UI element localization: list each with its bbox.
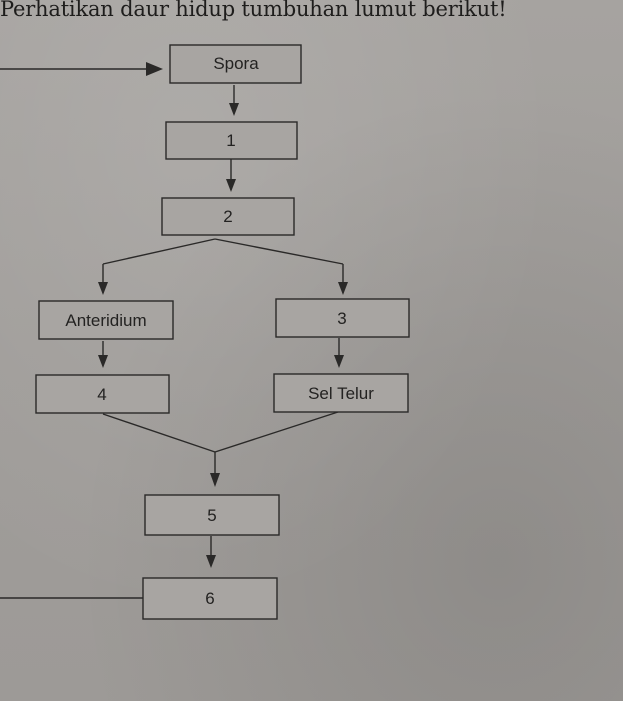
node-anteridium-label: Anteridium	[65, 311, 146, 330]
node-1: 1	[165, 121, 298, 160]
node-anteridium: Anteridium	[38, 300, 174, 340]
arrow-anteridium-4	[98, 355, 108, 368]
arrow-to-anteridium	[98, 282, 108, 295]
node-3: 3	[275, 298, 410, 338]
split-left	[102, 238, 216, 265]
node-sel-telur-label: Sel Telur	[308, 384, 374, 403]
merge-left	[102, 413, 216, 453]
arrow-1-2	[226, 179, 236, 192]
node-5-label: 5	[207, 506, 216, 525]
arrow-into-spora	[146, 62, 163, 76]
node-3-label: 3	[337, 309, 346, 328]
split-right	[214, 238, 344, 265]
arrow-to-3	[338, 282, 348, 295]
arrow-spora-1	[229, 103, 239, 116]
arrow-5-6	[206, 555, 216, 568]
node-4: 4	[35, 374, 170, 414]
node-6-label: 6	[205, 589, 214, 608]
node-1-label: 1	[226, 131, 235, 150]
merge-right	[214, 411, 339, 453]
node-sel-telur: Sel Telur	[273, 373, 409, 413]
arrow-to-5	[210, 473, 220, 487]
node-2-label: 2	[223, 207, 232, 226]
node-4-label: 4	[97, 385, 106, 404]
node-spora: Spora	[169, 44, 302, 84]
node-2: 2	[161, 197, 295, 236]
arrow-3-seltelur	[334, 355, 344, 368]
question-text: Perhatikan daur hidup tumbuhan lumut ber…	[0, 0, 507, 21]
node-spora-label: Spora	[213, 54, 259, 73]
node-5: 5	[144, 494, 280, 536]
connectors	[0, 62, 348, 599]
node-6: 6	[142, 577, 278, 620]
